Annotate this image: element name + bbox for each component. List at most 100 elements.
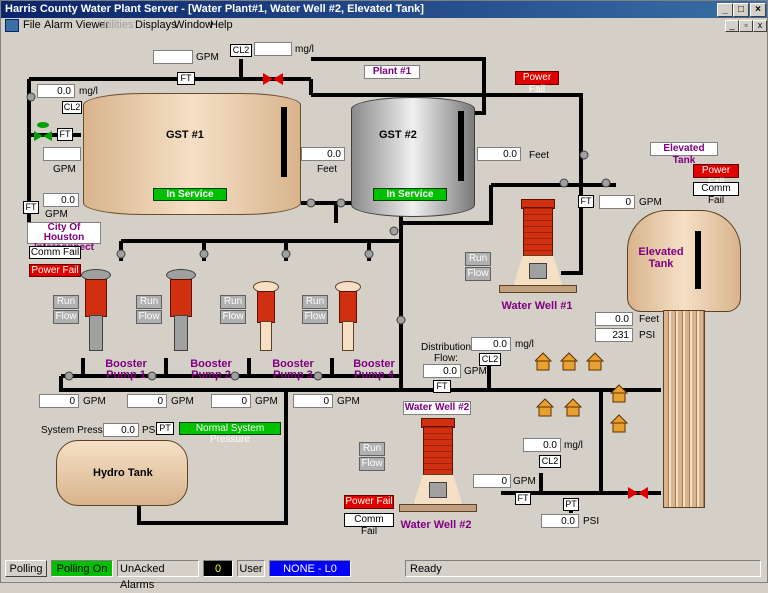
app-icon[interactable] [5,19,19,32]
top-gpm-unit: GPM [196,52,219,63]
well1-run: Run [465,252,491,266]
left-cl2-value: 0.0 [37,84,75,98]
system-pressure-label: System Pressure: [41,425,120,436]
booster4-label: Booster Pump 4 [353,358,395,381]
distribution-houses [535,352,629,433]
booster-pump-4[interactable] [335,281,361,351]
well1-gpm-unit: GPM [639,197,662,208]
top-cl2-unit: mg/l [295,44,314,55]
gst2-status: In Service [373,188,447,201]
water-well-1[interactable] [499,199,577,299]
booster4-flow: Flow [302,310,328,324]
booster1-run: Run [53,295,79,309]
pump-motor [85,279,107,317]
menu-window[interactable]: Window [174,19,214,31]
water-well-2[interactable] [399,418,477,518]
mdi-restore-button[interactable]: ▫ [739,20,753,32]
top-cl2-tag: CL2 [230,44,252,57]
gst1-level-gauge [281,107,287,177]
elevated-tank-legs [663,310,705,508]
plant-power-fail: Power Fail [515,71,559,95]
title-bar[interactable]: Harris County Water Plant Server - [Wate… [1,1,767,18]
booster2-gpm-unit: GPM [171,396,194,407]
minimize-button[interactable]: _ [717,3,733,17]
booster-pump-1[interactable] [81,269,111,351]
system-pressure-unit: PSI [142,425,159,436]
well-pump-head [429,482,447,498]
distribution-label: Distribution Flow: [420,342,472,364]
house-icon [585,352,605,371]
menu-alarm-viewer[interactable]: Alarm Viewer [44,19,110,31]
well-motor [423,426,453,476]
top-gpm-value [153,50,193,64]
distribution-cl2-value: 0.0 [471,337,511,351]
house-icon [535,398,555,417]
well2-run: Run [359,442,385,456]
elevated-level-gauge [695,231,701,289]
polling-button[interactable]: Polling [5,560,47,577]
system-pressure-status: Normal System Pressure [179,422,281,445]
well2-gpm-unit: GPM [513,476,536,487]
maximize-button[interactable]: □ [733,3,749,17]
distribution-cl2-unit: mg/l [515,339,534,350]
booster1-gpm-value: 0 [39,394,79,408]
elevated-tank-bowl[interactable] [627,210,741,312]
booster-pump-2[interactable] [166,269,196,351]
house-icon [609,414,629,433]
menu-displays[interactable]: Displays [135,19,177,31]
gst1-name: GST #1 [166,129,204,141]
well2-comm-fail: Comm Fail [344,513,394,537]
well-pump-head [529,263,547,279]
houston-power-fail: Power Fail [29,264,81,277]
well2-psi-unit: PSI [583,516,600,527]
gst2-level-value: 0.0 [477,147,521,161]
user-value[interactable]: NONE - L0 [269,560,351,577]
menu-help[interactable]: Help [210,19,233,31]
well-motor [523,207,553,257]
elevated-feet-value: 0.0 [595,312,633,326]
house-icon [559,352,579,371]
mdi-close-button[interactable]: x [753,20,767,32]
window-title: Harris County Water Plant Server - [Wate… [5,3,424,15]
booster3-gpm-value: 0 [211,394,251,408]
top-cl2-value [254,42,292,56]
pump-motor [257,291,275,323]
hydro-tank[interactable] [56,440,188,506]
well2-ft-tag: FT [515,492,531,505]
well2-psi-value: 0.0 [541,514,579,528]
unacked-alarms-count[interactable]: 0 [203,560,233,577]
status-message: Ready [405,560,761,577]
gst1-level-unit: Feet [317,164,338,175]
left-ft-tag: FT [57,128,73,141]
house-icon [563,398,583,417]
booster4-run: Run [302,295,328,309]
left-gpm-value [43,147,81,161]
close-button[interactable]: × [750,3,766,17]
booster3-label: Booster Pump 3 [272,358,314,381]
booster4-gpm-value: 0 [293,394,333,408]
well2-gpm-value: 0 [473,474,511,488]
well-pad [399,504,477,512]
houston-label: City Of Houston Interconnect [27,222,101,253]
menu-file[interactable]: File [23,19,41,31]
left-cl2-tag: CL2 [62,101,82,114]
gst2-level-unit: Feet [529,150,550,161]
houston-gpm-value: 0.0 [43,193,79,207]
piping-network [26,57,661,525]
pump-shaft [89,315,103,351]
booster4-gpm-unit: GPM [337,396,360,407]
elevated-comm-fail: Comm Fail [693,182,739,206]
houston-comm-fail: Comm Fail [29,246,81,259]
mdi-minimize-button[interactable]: _ [725,20,739,32]
left-gpm-unit: GPM [53,164,76,175]
well1-gpm-value: 0 [599,195,635,209]
well2-cl2-tag: CL2 [539,455,561,468]
pump-motor [339,291,357,323]
pump-shaft [260,321,272,351]
booster-pump-3[interactable] [253,281,279,351]
menu-utilities[interactable]: Utilities [98,19,134,31]
elevated-power-fail: Power Fail [693,164,739,188]
well2-name: Water Well #2 [400,519,472,531]
plant-diagram: GST #1 In Service GST #2 In Service Plan… [1,33,767,555]
